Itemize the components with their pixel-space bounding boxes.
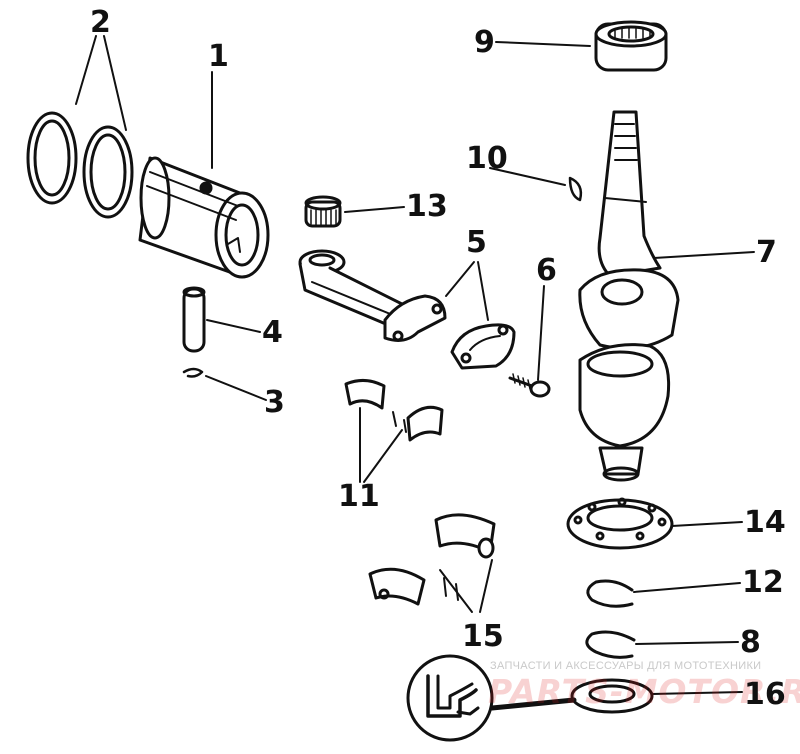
callout-3: 3 (264, 385, 285, 420)
leader-lines (75, 35, 755, 695)
callout-2: 2 (90, 5, 111, 40)
needle-bearing (304, 195, 342, 228)
callout-13: 13 (406, 189, 448, 224)
callout-12: 12 (742, 565, 784, 600)
detail-pointer (489, 697, 577, 711)
woodruff-key (568, 176, 583, 202)
piston (138, 156, 270, 279)
rod-bearing-halves (344, 379, 444, 442)
retaining-ring-lower (585, 630, 636, 659)
cap-screw (508, 373, 551, 398)
oil-seal (570, 678, 654, 714)
piston-ring-lower (82, 125, 134, 219)
callout-1: 1 (208, 39, 229, 74)
callout-9: 9 (474, 25, 495, 60)
piston-pin-clip (182, 367, 204, 378)
retaining-ring-upper (586, 579, 634, 608)
callout-8: 8 (740, 625, 761, 660)
callout-10: 10 (466, 141, 508, 176)
lower-ball-bearing (566, 497, 674, 550)
seal-detail-inset (406, 654, 494, 742)
main-bearing-halves (368, 513, 496, 606)
connecting-rod (298, 249, 447, 342)
callout-11: 11 (338, 479, 380, 514)
piston-ring-upper (26, 111, 78, 205)
top-roller-bearing (594, 20, 668, 72)
callout-6: 6 (536, 253, 557, 288)
watermark-caption: ЗАПЧАСТИ И АКСЕССУАРЫ ДЛЯ МОТОТЕХНИКИ (490, 660, 762, 672)
watermark-logo: PARTS-MOTOR.RU (488, 672, 800, 711)
connecting-rod-cap (450, 323, 516, 370)
callout-4: 4 (262, 315, 283, 350)
callout-5: 5 (466, 225, 487, 260)
callout-15: 15 (462, 619, 504, 654)
callout-16: 16 (744, 677, 786, 712)
callout-14: 14 (744, 505, 786, 540)
crankshaft (578, 110, 680, 482)
wrist-pin (182, 286, 206, 353)
callout-7: 7 (756, 235, 777, 270)
